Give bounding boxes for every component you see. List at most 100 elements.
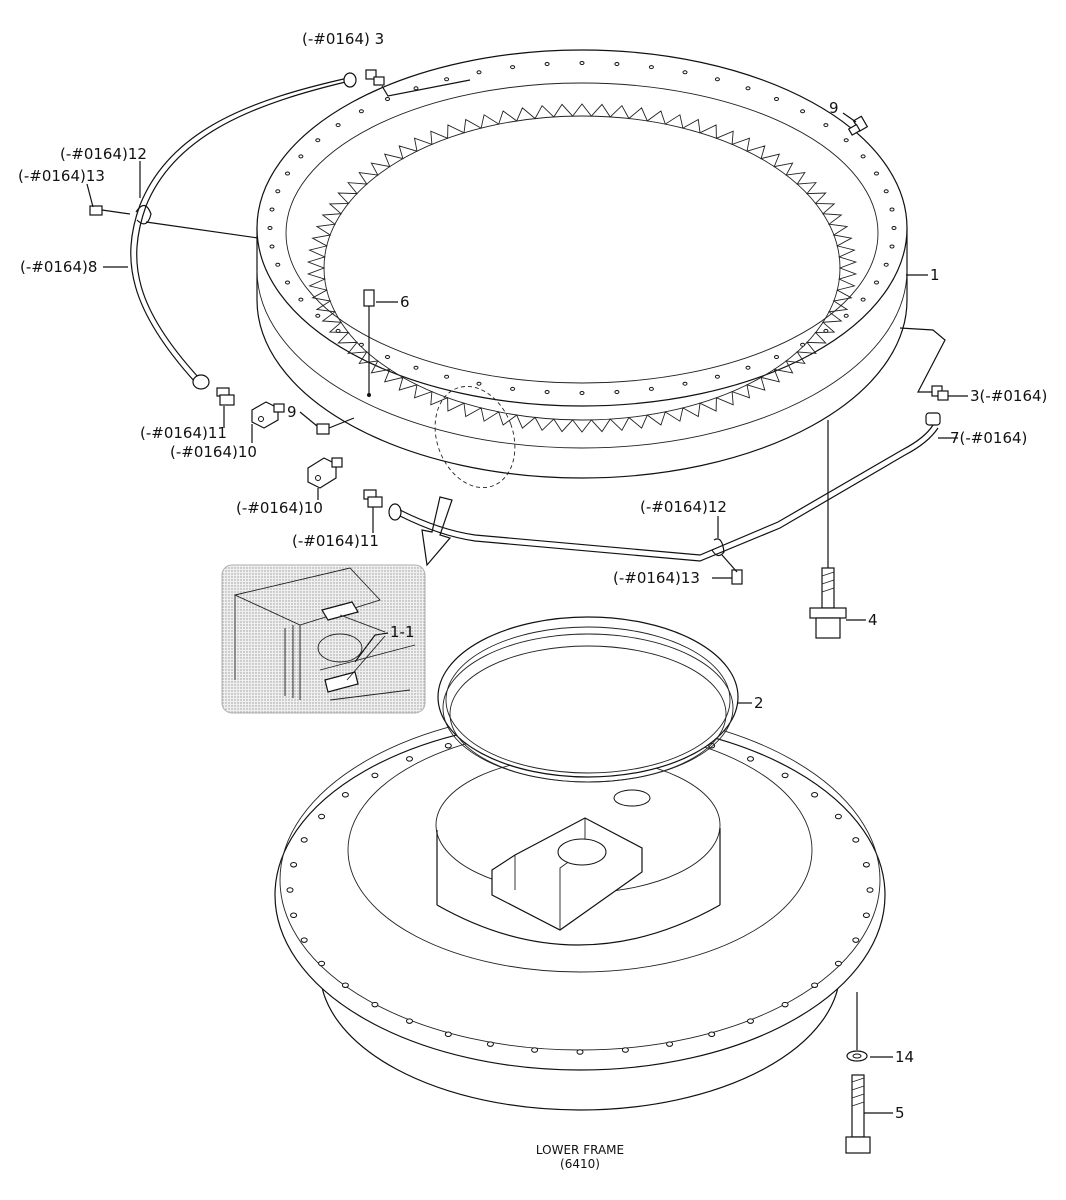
bearing-bolt-hole: [285, 280, 290, 285]
label-13-right: (-#0164)13: [613, 569, 700, 587]
bolt-4: [809, 420, 847, 639]
bearing-bolt-hole: [883, 262, 889, 267]
label-8: (-#0164)8: [20, 258, 97, 276]
label-7: 7(-#0164): [950, 429, 1027, 447]
left-pipe-clamp-12: [135, 204, 152, 225]
left-fitting-11: [216, 387, 235, 406]
bearing-bolt-hole: [889, 244, 895, 249]
bearing-bolt-hole: [269, 244, 275, 249]
frame-bolt-hole: [781, 1001, 789, 1008]
right-pipe-clamp-12: [711, 538, 725, 557]
frame-bolt-hole: [747, 1018, 754, 1024]
frame-bolt-hole: [486, 1041, 494, 1047]
right-grease-fitting-3: [899, 327, 949, 401]
bearing-bolt-hole: [860, 297, 866, 302]
bearing-bolt-hole: [413, 365, 419, 370]
label-9-mid: 9: [287, 403, 297, 421]
bearing-bolt-hole: [843, 138, 849, 143]
bearing-bolt-hole: [800, 109, 806, 114]
bearing-bolt-hole: [444, 77, 450, 82]
bearing-bolt-hole: [298, 297, 304, 302]
bearing-bolt-hole: [315, 138, 321, 143]
bearing-bolt-hole: [889, 207, 895, 212]
frame-bolt-hole: [406, 756, 413, 762]
bearing-bolt-hole: [298, 154, 304, 159]
caption-title: LOWER FRAME: [536, 1143, 624, 1157]
frame-bolt-hole: [862, 861, 870, 868]
bearing-bolt-hole: [682, 70, 688, 75]
label-10-mid: (-#0164)10: [236, 499, 323, 517]
bearing-bolt-hole: [544, 390, 550, 394]
bearing-bolt-hole: [358, 109, 364, 114]
frame-bolt-hole: [811, 792, 819, 798]
frame-bolt-hole: [862, 912, 870, 919]
bearing-bolt-hole: [874, 280, 879, 285]
bearing-bolt-hole: [774, 97, 779, 101]
label-14: 14: [895, 1048, 914, 1066]
bearing-bolt-hole: [874, 171, 879, 176]
label-2: 2: [754, 694, 764, 712]
bearing-bolt-hole: [285, 171, 290, 176]
label-11-mid: (-#0164)11: [292, 532, 379, 550]
label-11-left: (-#0164)11: [140, 424, 227, 442]
bearing-bolt-hole: [714, 374, 720, 379]
lower-frame: [274, 709, 886, 1111]
frame-bolt-hole: [834, 813, 842, 820]
label-1-1: 1-1: [390, 623, 415, 641]
frame-bolt-hole: [406, 1018, 413, 1024]
label-10-left: (-#0164)10: [170, 443, 257, 461]
label-3-top: (-#0164) 3: [302, 30, 384, 48]
label-5: 5: [895, 1104, 905, 1122]
label-3-right: 3(-#0164): [970, 387, 1047, 405]
bearing-bolt-hole: [714, 77, 720, 82]
caption-code: (6410): [560, 1157, 600, 1171]
mid-block-10: [307, 457, 343, 489]
label-9-top: 9: [829, 99, 839, 117]
bearing-bolt-hole: [385, 355, 390, 359]
pin-6: [363, 289, 375, 397]
right-grease-pipe-7: [388, 412, 941, 562]
bearing-bolt-hole: [614, 390, 620, 394]
label-6: 6: [400, 293, 410, 311]
frame-bolt-hole: [666, 1041, 674, 1047]
frame-bolt-hole: [444, 742, 452, 749]
bearing-bolt-hole: [510, 386, 516, 391]
label-4: 4: [868, 611, 878, 629]
bearing-bolt-hole: [843, 313, 849, 318]
bearing-bolt-hole: [413, 86, 419, 91]
swing-bearing-seal-ring-2: [437, 616, 739, 783]
bearing-bolt-hole: [823, 328, 829, 333]
frame-bolt-hole: [621, 1047, 629, 1053]
bearing-bolt-hole: [745, 365, 751, 370]
mid-fitting-11: [363, 489, 383, 508]
frame-bolt-hole: [708, 742, 716, 749]
right-clamp-bolt-13: [721, 554, 743, 585]
bearing-bolt-hole: [682, 381, 688, 386]
bearing-bolt-hole: [823, 123, 829, 128]
bearing-bolt-hole: [883, 189, 889, 194]
gear-teeth-profile: [306, 103, 858, 433]
bearing-bolt-hole: [275, 262, 281, 267]
bearing-bolt-hole: [544, 62, 550, 66]
bearing-bolt-hole: [267, 226, 273, 230]
frame-bolt-hole: [318, 960, 326, 967]
bearing-bolt-hole: [358, 342, 364, 347]
detail-arrow: [421, 496, 453, 567]
leader-lines: [86, 112, 968, 1114]
washer-14: [846, 992, 868, 1062]
bearing-bolt-hole: [385, 97, 390, 101]
frame-bolt-hole: [371, 1001, 379, 1008]
label-13-left: (-#0164)13: [18, 167, 105, 185]
label-12-right: (-#0164)12: [640, 498, 727, 516]
bearing-bolt-hole: [275, 189, 281, 194]
left-block-10: [251, 401, 285, 429]
callout-labels: (-#0164) 3 (-#0164)12 (-#0164)13 (-#0164…: [18, 30, 1047, 1171]
bearing-bolt-hole: [648, 386, 654, 391]
bearing-bolt-hole: [891, 226, 897, 230]
frame-bolt-hole: [371, 772, 379, 779]
frame-bolt-hole: [747, 756, 754, 762]
frame-bolt-hole: [290, 912, 298, 919]
bearing-bolt-hole: [444, 374, 450, 379]
frame-bolt-hole: [290, 861, 298, 868]
